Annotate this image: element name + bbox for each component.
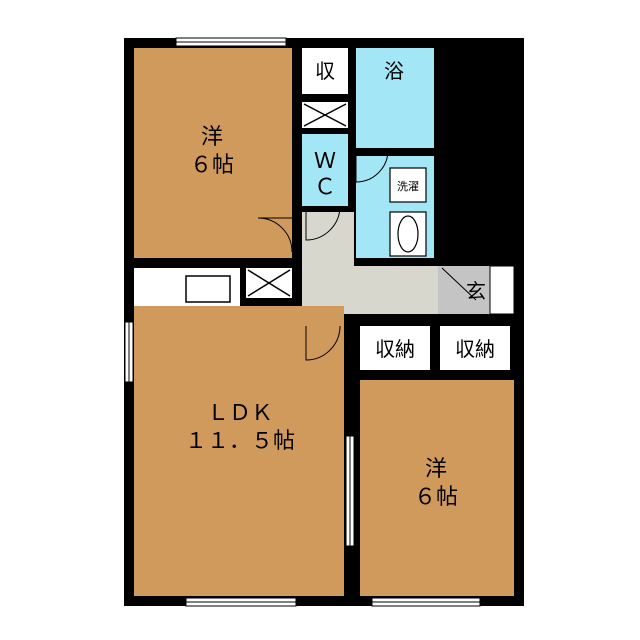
closet-1-label: 収納 <box>375 337 415 361</box>
cabinet-x-2 <box>247 269 291 297</box>
washing-machine <box>389 167 427 203</box>
kitchen-sink <box>185 275 231 303</box>
basin-bowl <box>397 215 419 253</box>
closet-1 <box>360 326 430 370</box>
laundry-label: 洗濯 <box>397 180 419 193</box>
western-1-name: 洋 <box>201 125 223 150</box>
entrance-label: 玄 <box>466 279 486 303</box>
ldk-room-upper <box>134 306 292 320</box>
ldk-name: ＬＤＫ <box>207 401 273 426</box>
bath-label: 浴 <box>384 59 404 83</box>
western-room-1 <box>134 48 292 258</box>
western-1-size: ６帖 <box>190 153 234 178</box>
closet-2 <box>440 326 510 370</box>
storage-small-label: 収 <box>315 59 335 83</box>
ldk-room <box>134 306 344 596</box>
western-room-2 <box>360 380 514 596</box>
bath-room <box>356 48 434 148</box>
western-2-size: ６帖 <box>414 485 458 510</box>
door-swings <box>257 149 477 361</box>
ldk-size: １１．５帖 <box>185 429 295 454</box>
wc-label-c: Ｃ <box>314 175 336 200</box>
entrance-step <box>489 265 515 315</box>
wc-room <box>302 134 348 206</box>
wc-label-w: Ｗ <box>314 149 336 174</box>
storage-small <box>302 48 348 94</box>
cabinet-x-1 <box>303 103 347 127</box>
western-2-name: 洋 <box>425 457 447 482</box>
closet-2-label: 収納 <box>455 337 495 361</box>
